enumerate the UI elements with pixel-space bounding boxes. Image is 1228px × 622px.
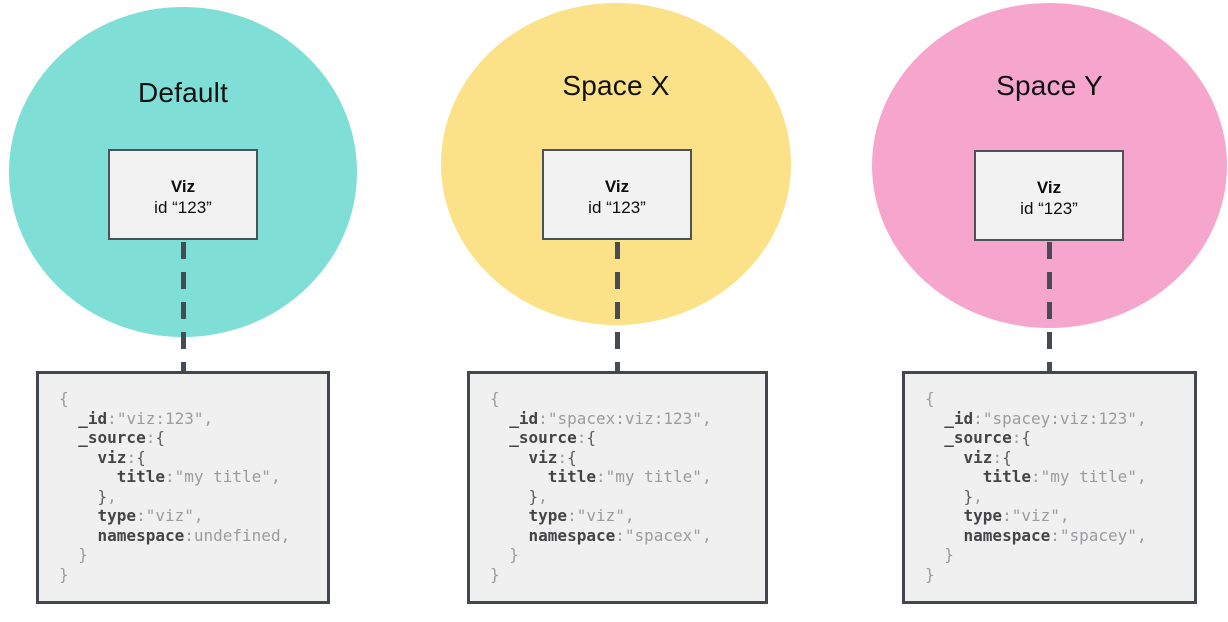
code-line: _id:"viz:123",	[78, 408, 214, 428]
code-line: },	[528, 486, 548, 506]
code-line: namespace:"spacex",	[528, 525, 712, 545]
code-line: type:"viz",	[97, 506, 204, 525]
code-line: title:"my title",	[982, 467, 1147, 486]
code-line: viz:{	[97, 447, 146, 467]
code-line: {	[490, 389, 500, 408]
code-line: type:"viz",	[528, 506, 635, 525]
code-line: }	[490, 545, 519, 564]
connector-dashed-line	[181, 242, 186, 373]
viz-card: Viz id “123”	[108, 149, 258, 240]
saved-object-code-box: { _id:"spacey:viz:123", _source:{ viz:{ …	[902, 371, 1197, 604]
code-line: title:"my title",	[547, 467, 712, 486]
code-line: }	[490, 564, 500, 584]
code-line: }	[925, 545, 954, 564]
code-line: _source:{	[509, 428, 596, 447]
space-label: Space X	[562, 70, 670, 101]
space-label: Default	[137, 77, 229, 108]
code-line: }	[925, 564, 935, 584]
connector-dashed-line	[615, 242, 620, 373]
code-line: {	[59, 389, 69, 408]
viz-card-title: Viz	[604, 177, 630, 196]
code-line: viz:{	[528, 447, 577, 467]
viz-card-id: id “123”	[588, 198, 646, 217]
code-box-content: { _id:"spacey:viz:123", _source:{ viz:{ …	[925, 389, 1188, 584]
code-line: {	[925, 389, 935, 408]
panel-default: Default Viz id “123” { _id:"viz:123", _s…	[9, 0, 357, 622]
code-line: _id:"spacey:viz:123",	[944, 408, 1147, 428]
viz-card-id: id “123”	[1020, 199, 1078, 218]
viz-card-title: Viz	[170, 177, 196, 196]
connector-dashed-line	[1047, 242, 1052, 373]
viz-card-title: Viz	[1036, 178, 1062, 197]
code-line: _id:"spacex:viz:123",	[509, 408, 712, 428]
code-line: viz:{	[963, 447, 1012, 467]
code-line: type:"viz",	[963, 506, 1070, 525]
code-line: namespace:"spacey",	[963, 525, 1147, 545]
code-line: }	[59, 564, 69, 584]
viz-card: Viz id “123”	[542, 149, 692, 240]
saved-object-code-box: { _id:"spacex:viz:123", _source:{ viz:{ …	[467, 371, 768, 604]
code-line: namespace:undefined,	[97, 525, 291, 545]
panel-space-y: Space Y Viz id “123” { _id:"spacey:viz:1…	[872, 0, 1227, 622]
saved-object-code-box: { _id:"viz:123", _source:{ viz:{ title:"…	[36, 371, 330, 604]
space-label: Space Y	[996, 70, 1103, 101]
panel-space-x: Space X Viz id “123” { _id:"spacex:viz:1…	[441, 0, 791, 622]
code-line: }	[59, 545, 88, 564]
code-line: _source:{	[78, 428, 165, 447]
code-line: title:"my title",	[116, 467, 281, 486]
code-line: _source:{	[944, 428, 1031, 447]
code-box-content: { _id:"viz:123", _source:{ viz:{ title:"…	[59, 389, 321, 584]
viz-card: Viz id “123”	[974, 150, 1124, 241]
code-line: },	[963, 486, 983, 506]
viz-card-id: id “123”	[154, 198, 212, 217]
code-box-content: { _id:"spacex:viz:123", _source:{ viz:{ …	[490, 389, 759, 584]
code-line: },	[97, 486, 117, 506]
